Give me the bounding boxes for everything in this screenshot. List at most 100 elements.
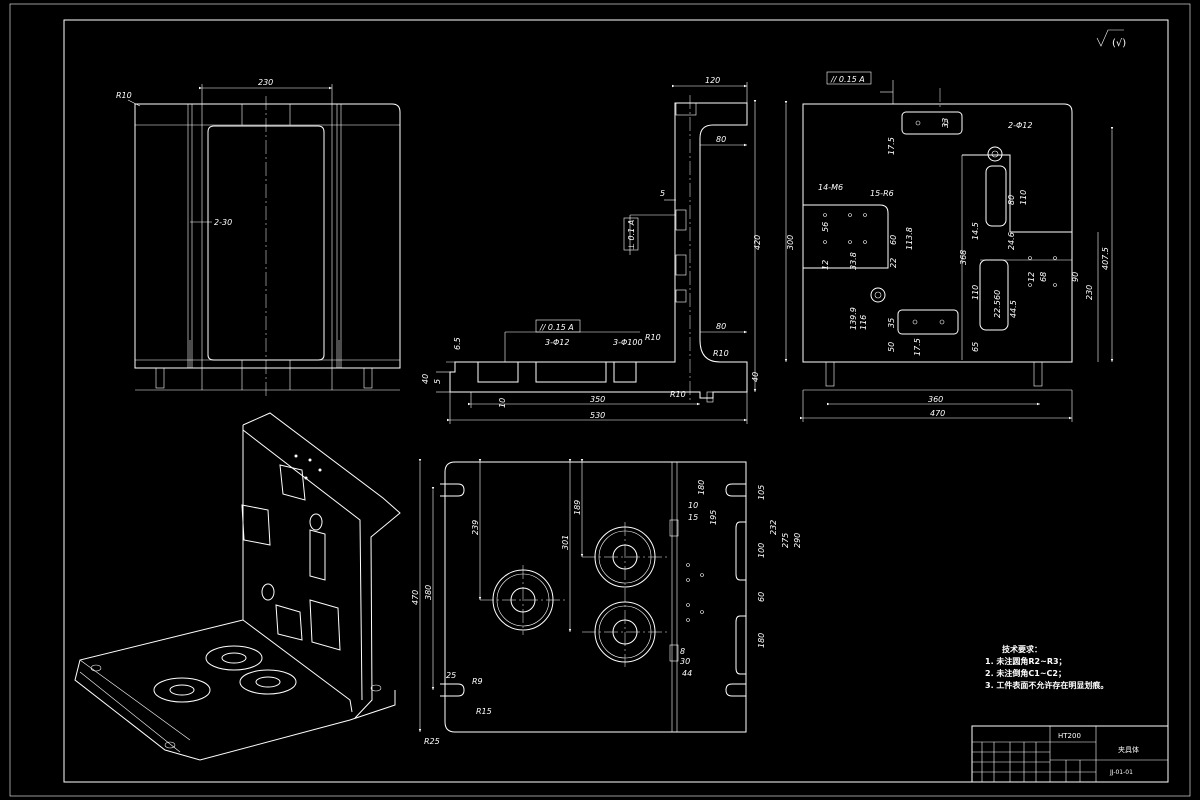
right-dim-14-m6: 14-M6 [818,183,843,192]
right-dim-17.5b: 17.5 [913,338,922,356]
notes-item-1: 1. 未注圆角R2~R3； [985,656,1067,667]
right-dim-35: 35 [887,318,896,328]
section-view: 120 80 420 80 40 5 ⊥ 0.1 A 6.5 40 5 // 0… [421,76,762,424]
sec-tol-parallel-text: // 0.15 A [539,323,574,332]
right-dim-44.5: 44.5 [1009,300,1018,318]
right-dim-300: 300 [786,235,795,250]
right-dim-360: 360 [928,395,943,404]
sec-tol-perp [623,217,639,251]
right-tol-parallel-text: // 0.15 A [830,75,865,84]
bot-dim-239: 239 [471,520,480,535]
sec-tol-perp-text: ⊥ 0.1 A [627,220,636,250]
right-dim-33: 33 [941,118,950,128]
sec-dim-420: 420 [753,235,762,250]
notes-item-3: 3. 工件表面不允许存在明显划痕。 [985,680,1108,690]
sec-dim-10: 10 [498,398,507,408]
right-dim-14.5: 14.5 [971,222,980,240]
bot-dim-10: 10 [688,501,698,510]
sec-dim-5: 5 [660,189,665,198]
right-dim-22: 22 [889,258,898,268]
left-dim-r10: R10 [116,91,132,100]
bot-dim-189: 189 [573,500,582,515]
bot-dim-180b: 180 [757,633,766,648]
right-dim-230: 230 [1085,285,1094,300]
right-dim-116: 116 [859,315,868,330]
right-dim-368: 368 [959,250,968,265]
title-part-name: 夹具体 [1118,745,1139,754]
left-dim-grooves: 2-30 [214,218,232,227]
sec-dim-80-bottom: 80 [716,322,726,331]
bot-dim-275: 275 [781,533,790,548]
right-dim-113.8: 113.8 [905,227,914,250]
right-dim-60b: 60 [993,290,1002,300]
right-tol-parallel [826,71,872,85]
sec-dim-r10-c: R10 [670,390,686,399]
sec-dim-holes-b: 3-Φ100 [613,338,643,347]
right-dim-24.6: 24.6 [1007,232,1016,250]
left-dim-230: 230 [258,78,273,87]
right-dim-80: 80 [1007,195,1016,205]
right-dim-407.5: 407.5 [1101,247,1110,270]
bot-dim-25: 25 [446,671,456,680]
right-dim-17.5: 17.5 [887,137,896,155]
sec-dim-120: 120 [705,76,720,85]
title-material: HT200 [1058,732,1081,740]
right-dim-110: 110 [971,285,980,300]
bot-dim-180: 180 [697,480,706,495]
right-dim-56: 56 [821,222,830,232]
sec-dim-350: 350 [590,395,605,404]
right-dim-22.5: 22.5 [993,300,1002,318]
right-dim-60a: 60 [889,235,898,245]
surface-roughness-symbol: (√) [1096,29,1126,49]
right-dim-110b: 110 [1019,190,1028,205]
right-dim-65: 65 [971,342,980,352]
bot-dim-30: 30 [680,657,690,666]
right-dim-139.9: 139.9 [849,307,858,330]
sec-dim-40-left: 40 [421,374,430,384]
technical-notes: 技术要求： 1. 未注圆角R2~R3； 2. 未注倒角C1~C2； 3. 工件表… [985,644,1108,690]
bot-dim-44: 44 [682,669,692,678]
bot-dim-380: 380 [424,585,433,600]
notes-item-2: 2. 未注倒角C1~C2； [985,668,1066,679]
sec-dim-holes-a: 3-Φ12 [545,338,569,347]
left-view: 230 R10 2-30 [116,78,401,396]
right-dim-12: 12 [821,260,830,270]
sec-dim-80-top: 80 [716,135,726,144]
title-block: HT200 夹具体 JJ-01-01 [971,725,1169,783]
sec-dim-5-left: 5 [433,379,442,384]
bot-dim-195: 195 [709,510,718,525]
right-dim-90: 90 [1071,272,1080,282]
bot-dim-r15: R15 [476,707,492,716]
bot-dim-470: 470 [411,590,420,605]
surface-roughness-text: (√) [1112,38,1126,49]
right-dim-470: 470 [930,409,945,418]
notes-title: 技术要求： [1002,644,1042,654]
sec-dim-40-right: 40 [751,372,760,382]
sec-dim-530: 530 [590,411,605,420]
bot-dim-100: 100 [757,543,766,558]
right-dim-33.8: 33.8 [849,252,858,270]
sec-dim-6.5: 6.5 [453,337,462,350]
sec-dim-r10-a: R10 [645,333,661,342]
bot-dim-232: 232 [769,520,778,535]
bot-dim-301: 301 [561,535,570,550]
right-dim-50: 50 [887,342,896,352]
right-dim-68: 68 [1039,272,1048,282]
bot-dim-8: 8 [680,647,685,656]
bot-dim-290: 290 [793,533,802,548]
title-drawing-no: JJ-01-01 [1109,769,1133,776]
right-dim-2-holes: 2-Φ12 [1008,121,1032,130]
bot-dim-r9: R9 [472,677,483,686]
bot-dim-15: 15 [688,513,698,522]
bot-dim-105: 105 [757,485,766,500]
right-dim-12b: 12 [1027,272,1036,282]
right-view: // 0.15 A 2-Φ12 14-M6 15-R6 12 56 33.8 6… [784,71,1114,422]
right-dim-15-r6: 15-R6 [870,189,894,198]
sheet-inner-border [63,19,1169,783]
bot-dim-60: 60 [757,592,766,602]
sec-tol-parallel [535,319,581,333]
sec-dim-r10-b: R10 [713,349,729,358]
isometric-view [74,412,401,761]
bot-dim-r25: R25 [424,737,440,746]
